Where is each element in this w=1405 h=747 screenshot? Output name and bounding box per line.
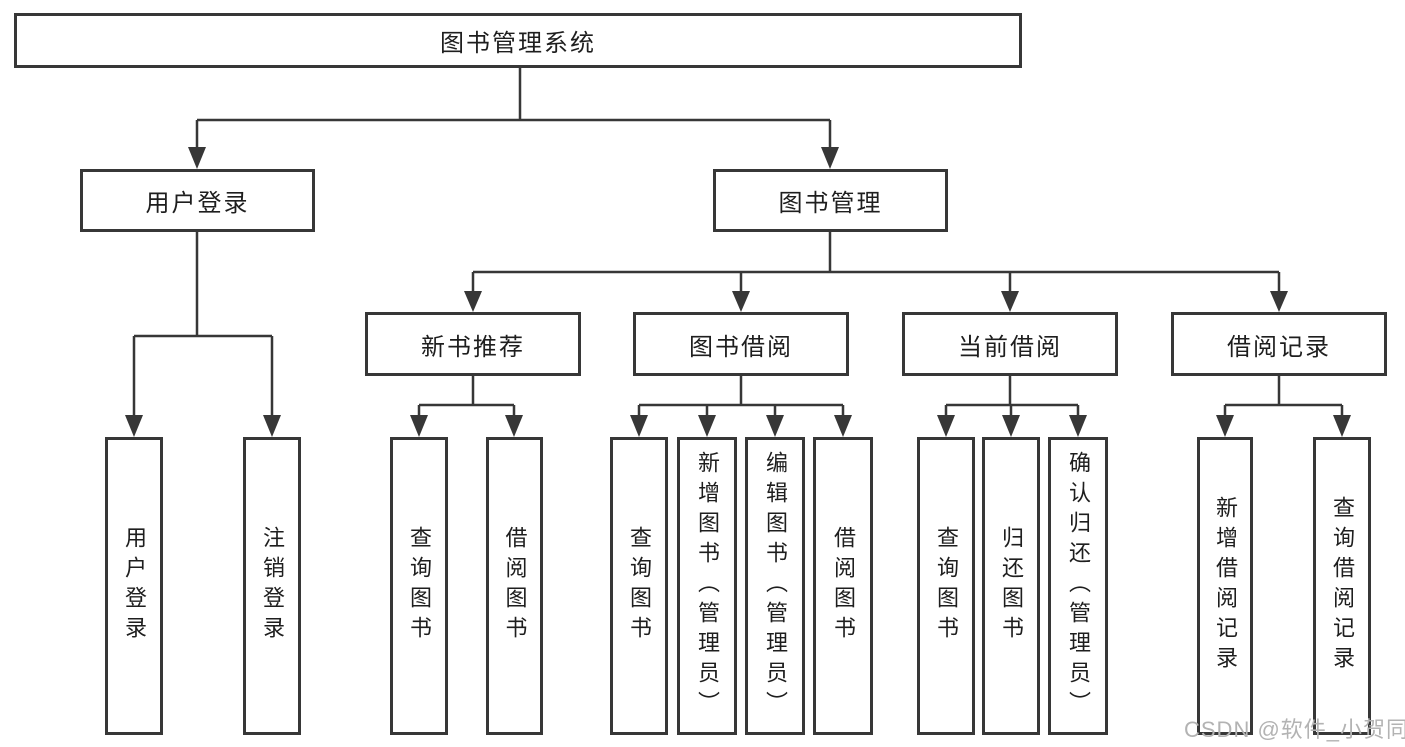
connector-new-book-recommend-children (410, 376, 523, 437)
connector-current-borrowing-children (937, 376, 1087, 437)
connector-book-borrowing-children (630, 376, 852, 437)
leaf-query-books-3: 查询图书 (917, 437, 975, 735)
connector-root-to-level2 (188, 68, 839, 169)
leaf-user-login: 用户登录 (105, 437, 163, 735)
node-user-login: 用户登录 (80, 169, 315, 232)
node-library-system: 图书管理系统 (14, 13, 1022, 68)
leaf-return-books: 归还图书 (982, 437, 1040, 735)
leaf-confirm-return-admin: 确认归还（管理员） (1048, 437, 1108, 735)
leaf-edit-books-admin: 编辑图书（管理员） (745, 437, 805, 735)
leaf-query-books-2: 查询图书 (610, 437, 668, 735)
node-borrowing-records: 借阅记录 (1171, 312, 1387, 376)
leaf-query-books-1: 查询图书 (390, 437, 448, 735)
leaf-borrow-books-2: 借阅图书 (813, 437, 873, 735)
node-current-borrowing: 当前借阅 (902, 312, 1118, 376)
node-new-book-recommend: 新书推荐 (365, 312, 581, 376)
connector-book-management-children (464, 232, 1288, 312)
csdn-watermark: CSDN @软件_小贺同学 (1184, 717, 1405, 742)
leaf-logout: 注销登录 (243, 437, 301, 735)
node-book-management: 图书管理 (713, 169, 948, 232)
leaf-query-borrow-record: 查询借阅记录 (1313, 437, 1371, 735)
leaf-add-borrow-record: 新增借阅记录 (1197, 437, 1253, 735)
leaf-add-books-admin: 新增图书（管理员） (677, 437, 737, 735)
node-book-borrowing: 图书借阅 (633, 312, 849, 376)
connector-user-login-children (125, 232, 281, 437)
connector-borrowing-records-children (1216, 376, 1351, 437)
leaf-borrow-books-1: 借阅图书 (486, 437, 543, 735)
